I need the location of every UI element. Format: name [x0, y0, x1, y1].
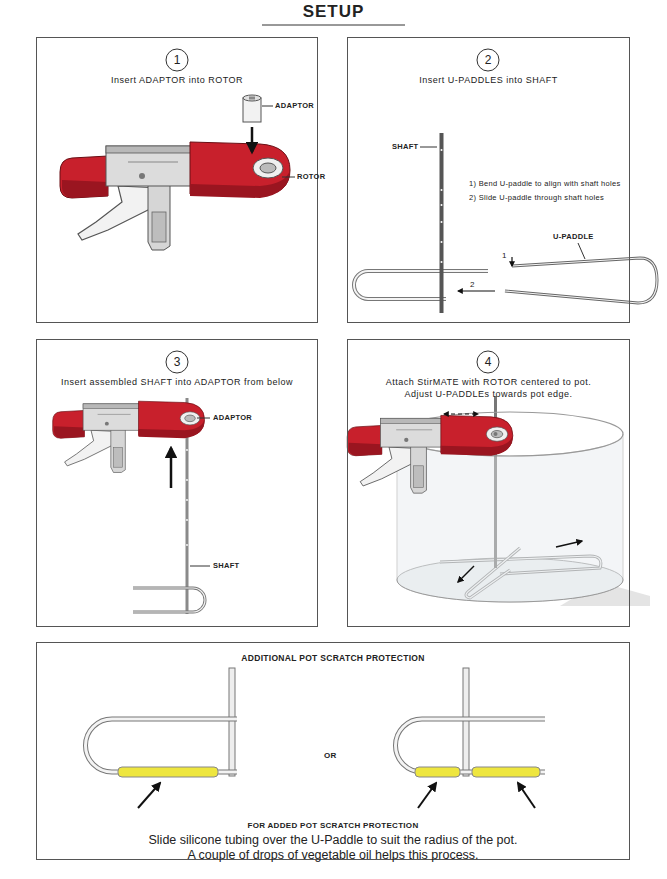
number-circle-outline: [166, 49, 188, 71]
silicone-tubing: [472, 767, 540, 777]
leader-line: [197, 418, 210, 419]
instruction-text: Insert ADAPTOR into ROTOR: [37, 74, 317, 86]
part-label: ADAPTOR: [275, 101, 314, 111]
pointer-arrow: [418, 783, 436, 808]
rotation-arrow: [556, 541, 582, 547]
instruction-text: Insert U-PADDLES into SHAFT: [348, 74, 629, 86]
title-rule: [262, 25, 405, 26]
u-paddle: [86, 719, 238, 772]
number-circle-outline: [166, 351, 188, 373]
callout-number: 1: [502, 251, 507, 261]
tip-heading: ADDITIONAL POT SCRATCH PROTECTION: [37, 653, 629, 664]
u-paddle-inserted: [354, 271, 488, 299]
step-number: 4: [476, 350, 500, 374]
adaptor-part: [243, 95, 261, 122]
shaft: [440, 133, 444, 313]
step-note: 2) Slide U-paddle through shaft holes: [469, 193, 604, 203]
pointer-arrow: [518, 783, 535, 808]
part-label: U-PADDLE: [553, 232, 594, 242]
part-label: ROTOR: [297, 172, 325, 182]
insert-arrow: [170, 448, 173, 488]
u-paddle: [396, 719, 546, 772]
leader-line: [262, 106, 273, 107]
step-number-text: 4: [476, 350, 500, 374]
u-paddle: [505, 258, 657, 303]
step-panel: Insert ADAPTOR into ROTOR 1: [36, 37, 318, 323]
step-number: 3: [165, 350, 189, 374]
callout-number: 2: [470, 280, 475, 290]
tip-subheading: FOR ADDED POT SCRATCH PROTECTION: [37, 820, 629, 831]
step-panel: Attach StirMATE with ROTOR centered to p…: [347, 339, 630, 627]
shaft-top: [494, 432, 498, 436]
silicone-tubing: [118, 767, 218, 777]
insert-arrow: [251, 127, 254, 152]
leader-line: [190, 566, 210, 567]
rotation-arrow: [458, 566, 474, 582]
leader-line: [420, 147, 437, 148]
pot-wall: [397, 434, 623, 602]
number-circle-outline: [477, 49, 499, 71]
silicone-tubing: [415, 767, 460, 777]
stirmate-tool: [53, 401, 205, 472]
part-label: ADAPTOR: [213, 413, 252, 423]
step-number-text: 3: [165, 350, 189, 374]
tip-body: Slide silicone tubing over the U-Paddle …: [147, 833, 519, 863]
step-note: 1) Bend U-paddle to align with shaft hol…: [469, 179, 620, 189]
step-number: 2: [476, 48, 500, 72]
stirmate-tool: [60, 142, 290, 250]
part-label: SHAFT: [392, 142, 419, 152]
step-panel: Insert assembled SHAFT into ADAPTOR from…: [36, 339, 318, 627]
instruction-text: Insert assembled SHAFT into ADAPTOR from…: [37, 376, 317, 388]
leader-line: [282, 177, 295, 178]
title: SETUP: [0, 2, 667, 22]
step-number-text: 1: [165, 48, 189, 72]
step-number: 1: [165, 48, 189, 72]
stirmate-tool: [347, 415, 513, 493]
shaft: [463, 668, 469, 776]
adjust-arrow: [444, 413, 478, 414]
leader-line: [578, 243, 585, 259]
step-number-text: 2: [476, 48, 500, 72]
or-label: OR: [324, 751, 337, 761]
shaft: [229, 668, 235, 776]
number-circle-outline: [477, 351, 499, 373]
part-label: SHAFT: [213, 561, 240, 571]
pointer-arrow: [138, 783, 160, 808]
instruction-text: Attach StirMATE with ROTOR centered to p…: [384, 376, 593, 400]
bend-arrow: [511, 257, 512, 266]
u-paddle: [133, 588, 205, 612]
slide-arrow: [458, 290, 495, 291]
